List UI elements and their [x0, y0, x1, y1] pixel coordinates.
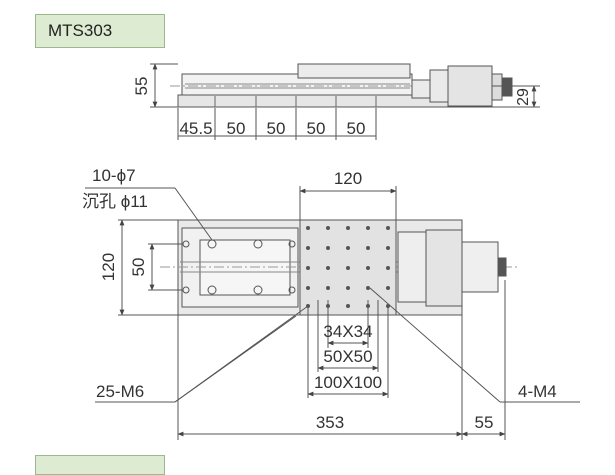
spacing-label-2: 50 [267, 119, 286, 138]
body-height-dim [118, 219, 182, 316]
model-label: MTS303 [35, 14, 165, 48]
thread-leaders [95, 287, 580, 403]
hole-callout-line2: 沉孔 ϕ11 [82, 192, 148, 211]
grid-dims [307, 300, 389, 398]
side-height-dim [150, 63, 178, 108]
grid-50-label: 50X50 [323, 347, 372, 366]
table-width-label: 120 [334, 169, 362, 188]
thread-right-label: 4-M4 [518, 382, 557, 401]
spacing-dim [177, 108, 377, 140]
side-height-label: 55 [132, 77, 151, 96]
grid-100-label: 100X100 [314, 373, 382, 392]
side-view [170, 63, 520, 108]
hole-callout-leader [85, 187, 213, 241]
top-view [160, 219, 520, 316]
inner-dim-label: 50 [129, 258, 148, 277]
right-height-dim [462, 85, 540, 108]
overall-length-label: 353 [316, 413, 344, 432]
hole-callout-line1: 10-ϕ7 [92, 166, 136, 185]
table-holes [306, 226, 390, 308]
spacing-label-4: 50 [347, 119, 366, 138]
grid-34-label: 34X34 [323, 322, 372, 341]
table-width-dim [299, 186, 397, 220]
spacing-label-1: 50 [227, 119, 246, 138]
right-height-label: 29 [515, 88, 532, 106]
spacing-label-3: 50 [307, 119, 326, 138]
rail-holes [182, 239, 296, 295]
thread-left-label: 25-M6 [96, 382, 144, 401]
body-height-label: 120 [99, 253, 118, 281]
overall-length-dim [177, 280, 506, 440]
motor-length-label: 55 [475, 413, 494, 432]
spacing-label-0: 45.5 [179, 119, 212, 138]
technical-drawing: 55 29 45.5 50 50 50 50 [82, 63, 580, 440]
